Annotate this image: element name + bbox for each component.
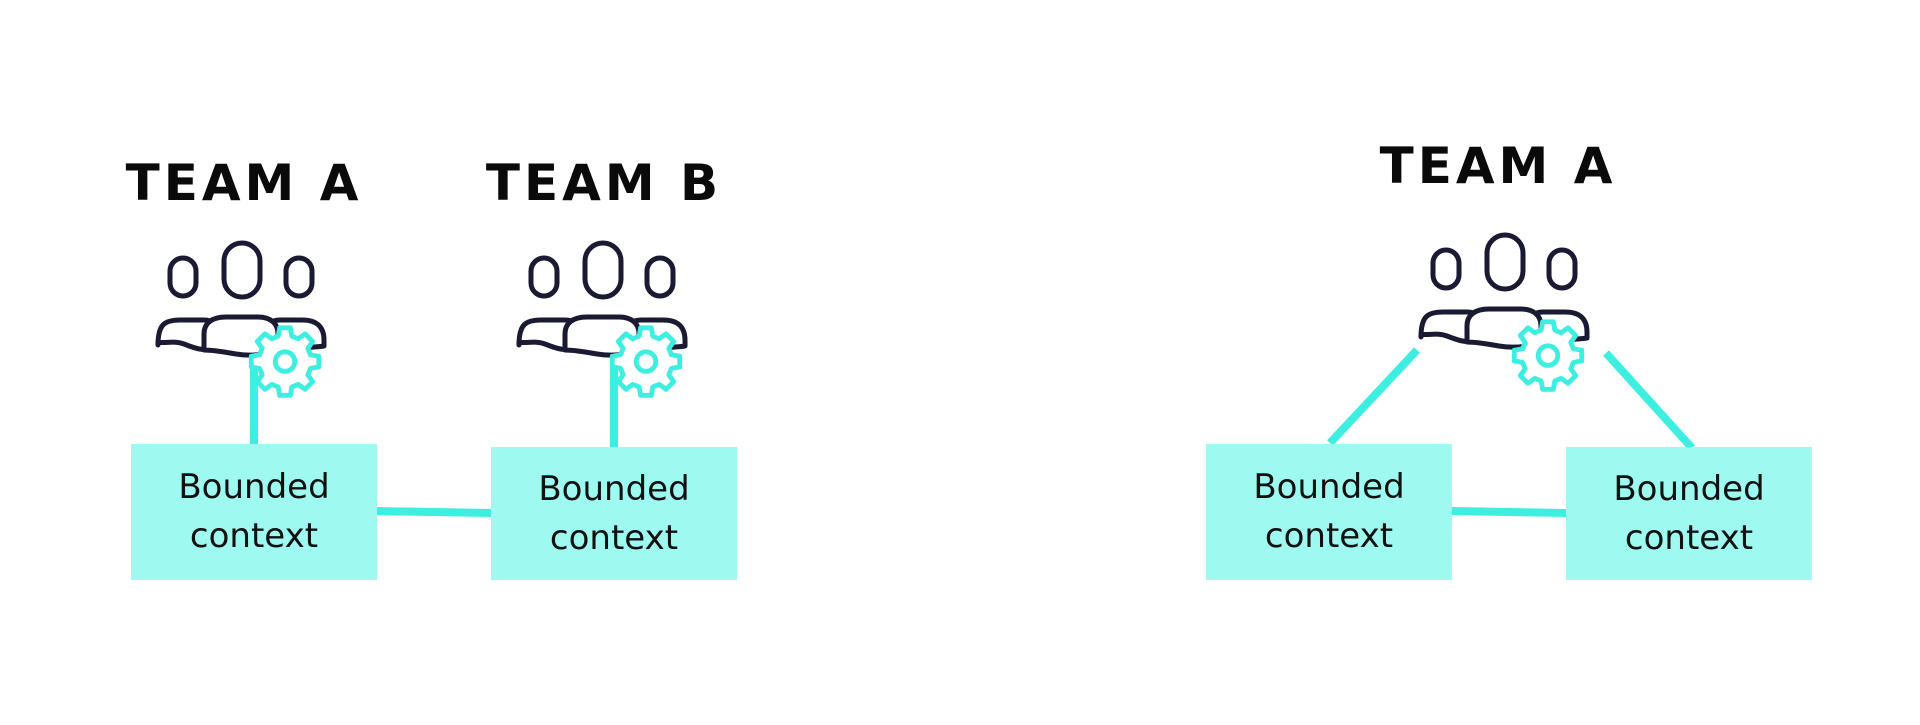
gear-icon	[1509, 316, 1587, 394]
bounded-context-label: Bounded context	[178, 467, 330, 556]
bounded-context-box: Bounded context	[1206, 444, 1452, 580]
bounded-context-box: Bounded context	[131, 444, 377, 580]
bounded-context-label: Bounded context	[1253, 467, 1405, 556]
team-a-title: TEAM A	[125, 154, 363, 212]
bounded-context-label: Bounded context	[1613, 468, 1765, 558]
right-team-left-connector	[1327, 347, 1420, 446]
gear-icon	[607, 322, 685, 400]
team-b-title: TEAM B	[485, 154, 723, 212]
team-a-title: TEAM A	[1379, 137, 1617, 195]
bounded-context-box: Bounded context	[1566, 447, 1812, 580]
gear-icon	[246, 322, 324, 400]
left-contexts-connector	[376, 507, 493, 517]
bounded-context-box: Bounded context	[491, 447, 737, 580]
bounded-context-label: Bounded context	[538, 468, 690, 558]
right-team-right-connector	[1603, 350, 1695, 451]
right-contexts-connector	[1451, 507, 1568, 517]
